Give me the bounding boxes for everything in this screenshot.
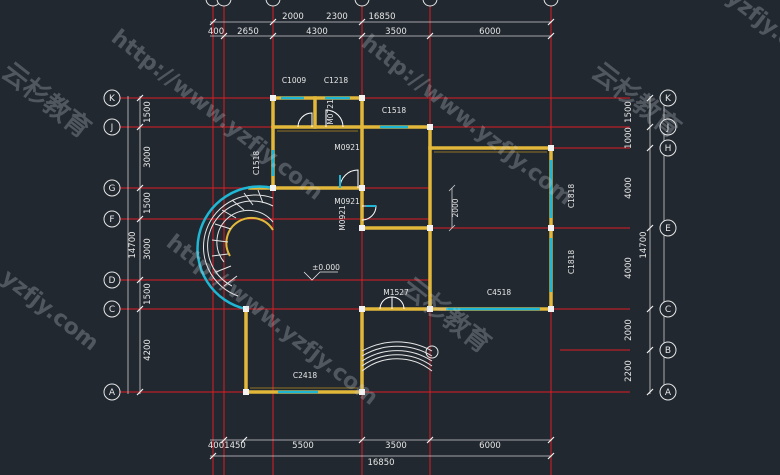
right-dim-6: 2200 — [624, 360, 634, 382]
axis-bubbles-right: K J H E C B A — [659, 89, 677, 401]
axis-bubbles-left: K J G F D C A — [103, 89, 121, 401]
top-dim-7: 6000 — [479, 27, 501, 37]
right-dim-5: 2000 — [624, 319, 634, 341]
svg-text:K: K — [109, 94, 116, 104]
interior-dim — [448, 184, 456, 232]
left-dim-5: 1500 — [143, 283, 153, 305]
right-dim-total: 14700 — [639, 231, 649, 258]
wall-inner-lines — [250, 130, 547, 389]
left-dim-3: 1500 — [143, 192, 153, 214]
axis-grid-lines — [120, 0, 630, 475]
svg-text:A: A — [665, 388, 672, 398]
watermark-url-1: http://www.yzfjy.com — [106, 25, 327, 206]
watermark-url-2: http://www.yzfjy.com — [356, 30, 577, 211]
axis-bubble-right-e: E — [659, 219, 677, 237]
door-leaves — [339, 175, 376, 207]
elevation-marker — [303, 271, 338, 281]
axis-bubble-left-c: C — [103, 300, 121, 318]
axis-bubbles-top — [205, 0, 559, 7]
svg-text:J: J — [666, 123, 670, 133]
watermark-url-3: http://www.yzfjy.com — [161, 230, 382, 411]
top-dim-1: 2000 — [282, 12, 304, 22]
top-dim-4: 2650 — [237, 27, 259, 37]
right-dim-4: 4000 — [624, 257, 634, 279]
svg-text:H: H — [665, 144, 672, 154]
top-dim-total: 16850 — [368, 12, 395, 22]
label-m0921-c: M0921 — [338, 205, 347, 231]
bottom-dim-total: 16850 — [367, 458, 394, 468]
bottom-dim-5: 6000 — [479, 441, 501, 451]
axis-bubble-left-d: D — [103, 271, 121, 289]
watermark-brand-1: 云杉教育 — [0, 56, 97, 144]
doors — [297, 109, 405, 310]
watermark-fragment-1: yzfjy.com — [0, 265, 103, 356]
axis-bubble-left-a: A — [103, 383, 121, 401]
left-dim-4: 3000 — [143, 238, 153, 260]
watermark-brand-3: 云杉教育 — [396, 271, 497, 359]
bottom-dim-2: 1450 — [224, 441, 246, 451]
axis-bubble-left-f: F — [103, 210, 121, 228]
label-m1527: M1527 — [383, 288, 409, 297]
label-m0921-b: M0921 — [334, 197, 360, 206]
watermark-fragment-2: yzfjy.com — [721, 0, 780, 76]
label-elevation: ±0.000 — [312, 263, 340, 272]
label-c1818-a: C1818 — [567, 184, 576, 209]
label-c2418: C2418 — [293, 371, 318, 380]
left-dim-1: 1500 — [143, 101, 153, 123]
svg-text:F: F — [109, 215, 114, 225]
svg-text:D: D — [109, 276, 116, 286]
axis-bubble-right-j: J — [659, 118, 677, 136]
bottom-dim-1: 400 — [208, 441, 224, 451]
axis-bubble-left-g: G — [103, 179, 121, 197]
windows — [271, 96, 553, 394]
label-dim-2000: 2000 — [451, 198, 460, 217]
svg-text:A: A — [109, 388, 116, 398]
left-dim-6: 4200 — [143, 339, 153, 361]
svg-text:G: G — [109, 184, 116, 194]
top-dim-6: 3500 — [385, 27, 407, 37]
label-c4518: C4518 — [487, 288, 512, 297]
right-dim-1: 1500 — [624, 101, 634, 123]
svg-text:C: C — [665, 305, 671, 315]
top-dim-5: 4300 — [306, 27, 328, 37]
svg-text:B: B — [665, 346, 671, 356]
label-m0721: M0721 — [326, 99, 335, 125]
svg-text:C: C — [109, 305, 115, 315]
left-dim-total: 14700 — [128, 231, 138, 258]
bottom-dim-4: 3500 — [385, 441, 407, 451]
columns — [243, 95, 554, 395]
label-c1218: C1218 — [324, 76, 349, 85]
bottom-dim-3: 5500 — [292, 441, 314, 451]
top-dim-2: 2300 — [326, 12, 348, 22]
top-dim-3: 400 — [208, 27, 224, 37]
axis-bubble-right-a: A — [659, 383, 677, 401]
label-c1518-left: C1518 — [252, 151, 261, 176]
label-c1009: C1009 — [282, 76, 307, 85]
axis-bubble-right-k: K — [659, 89, 677, 107]
spiral-stair — [196, 185, 274, 311]
svg-text:E: E — [665, 224, 671, 234]
right-dim-3: 4000 — [624, 177, 634, 199]
right-dim-2: 1000 — [624, 127, 634, 149]
svg-text:K: K — [665, 94, 672, 104]
axis-bubble-left-k: K — [103, 89, 121, 107]
front-steps-arc — [361, 341, 439, 372]
axis-bubble-right-b: B — [659, 341, 677, 359]
axis-bubble-right-h: H — [659, 139, 677, 157]
axis-bubble-right-c: C — [659, 300, 677, 318]
label-m0921-a: M0921 — [334, 143, 360, 152]
dimension-ticks — [136, 18, 654, 460]
svg-text:J: J — [110, 123, 114, 133]
axis-bubble-left-j: J — [103, 118, 121, 136]
label-c1518-top: C1518 — [382, 106, 407, 115]
left-dim-2: 3000 — [143, 146, 153, 168]
label-c1818-b: C1818 — [567, 250, 576, 275]
